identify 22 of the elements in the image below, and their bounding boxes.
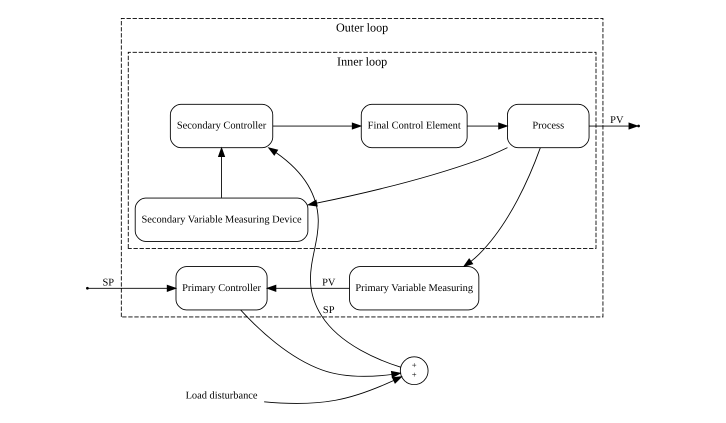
node-text: Load disturbance — [186, 390, 258, 402]
arrow — [466, 122, 509, 130]
node-box: Final Control Element — [360, 104, 468, 148]
node-circle: + + — [400, 356, 429, 386]
arrow — [268, 147, 402, 368]
node-box: Secondary Variable Measuring Device — [134, 198, 308, 242]
arrow — [462, 147, 541, 268]
edge-label: PV — [610, 115, 624, 126]
arrow — [264, 376, 403, 404]
arrow — [218, 146, 226, 198]
arrow — [240, 310, 402, 378]
arrow — [88, 284, 178, 292]
arrow — [588, 122, 639, 130]
edge-label: PV — [322, 277, 336, 288]
edge-label: SP — [102, 277, 114, 288]
arrow — [272, 122, 362, 130]
node-box: Process — [507, 104, 590, 148]
node-box: Primary Variable Measuring — [349, 266, 480, 310]
edge-label: SP — [322, 305, 335, 316]
arrow — [266, 284, 350, 292]
node-box: Secondary Controller — [170, 104, 274, 148]
node-box: Primary Controller — [176, 266, 268, 310]
